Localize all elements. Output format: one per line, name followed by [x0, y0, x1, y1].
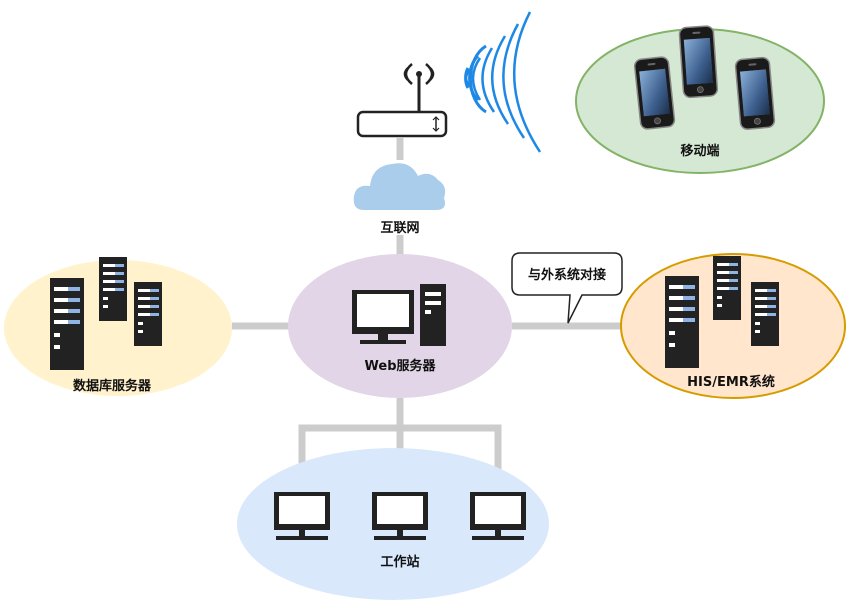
server-icon [751, 282, 779, 346]
cloud-icon [353, 163, 446, 210]
router-icon [356, 63, 448, 138]
server-icon [713, 256, 741, 320]
workstation-branch [298, 424, 502, 495]
connector-lines [232, 138, 622, 495]
his-emr-label: HIS/EMR系统 [687, 374, 775, 390]
workstation-label: 工作站 [380, 554, 419, 570]
server-icon [134, 282, 162, 346]
desktop-computer-icon [352, 284, 446, 346]
mobile-label: 移动端 [680, 143, 719, 159]
smartphone-icon [633, 55, 676, 131]
smartphone-icon [678, 24, 719, 99]
smartphone-icon [734, 56, 776, 131]
server-icon [99, 257, 127, 321]
database-group: 数据库服务器 [4, 257, 232, 396]
server-icon [665, 276, 699, 368]
his-emr-group: HIS/EMR系统 [620, 253, 846, 399]
internet-label: 互联网 [380, 221, 419, 236]
callout-text: 与外系统对接 [528, 267, 606, 283]
internet-node: 互联网 [353, 163, 446, 236]
wifi-waves [464, 11, 542, 153]
database-label: 数据库服务器 [73, 378, 152, 394]
workstation-group: 工作站 [237, 448, 549, 600]
mobile-group: 移动端 [575, 24, 825, 174]
server-icon [50, 278, 84, 370]
web-server-group: Web服务器 [288, 254, 512, 398]
external-integration-callout: 与外系统对接 [511, 252, 623, 324]
web-server-label: Web服务器 [365, 358, 437, 374]
